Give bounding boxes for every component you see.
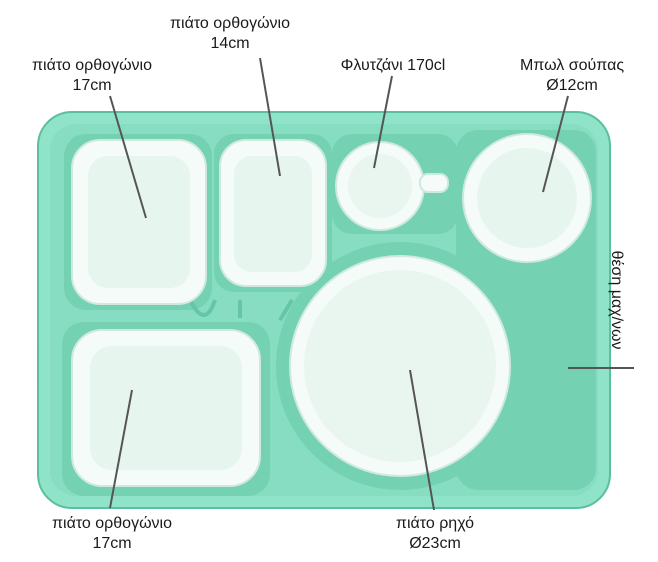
label-bowl-line1: Μπωλ σούπας	[488, 56, 656, 76]
rect-dish-top-left-inner	[88, 156, 190, 288]
rect-dish-top-mid-inner	[234, 156, 312, 272]
label-bowl: Μπωλ σούπας Ø12cm	[488, 56, 656, 96]
label-top-mid-line1: πιάτο ορθογώνιο	[140, 14, 320, 34]
flat-plate-inner	[304, 270, 496, 462]
label-bottom-left-line1: πιάτο ορθογώνιο	[22, 514, 202, 534]
label-cutlery: θέση μαχ/νων	[606, 220, 626, 380]
soup-bowl-inner	[477, 148, 577, 248]
label-plate: πιάτο ρηχό Ø23cm	[350, 514, 520, 554]
rect-dish-bottom-left-inner	[90, 346, 242, 470]
label-bottom-left-line2: 17cm	[22, 534, 202, 554]
label-plate-line2: Ø23cm	[350, 534, 520, 554]
cup-handle	[420, 174, 448, 192]
label-top-mid-line2: 14cm	[140, 34, 320, 54]
label-top-left-line2: 17cm	[2, 76, 182, 96]
label-cup: Φλυτζάνι 170cl	[318, 56, 468, 76]
label-top-mid: πιάτο ορθογώνιο 14cm	[140, 14, 320, 54]
label-bottom-left: πιάτο ορθογώνιο 17cm	[22, 514, 202, 554]
cup-inner	[348, 154, 412, 218]
label-cup-line1: Φλυτζάνι 170cl	[318, 56, 468, 76]
label-top-left-line1: πιάτο ορθογώνιο	[2, 56, 182, 76]
label-top-left: πιάτο ορθογώνιο 17cm	[2, 56, 182, 96]
label-bowl-line2: Ø12cm	[488, 76, 656, 96]
label-plate-line1: πιάτο ρηχό	[350, 514, 520, 534]
